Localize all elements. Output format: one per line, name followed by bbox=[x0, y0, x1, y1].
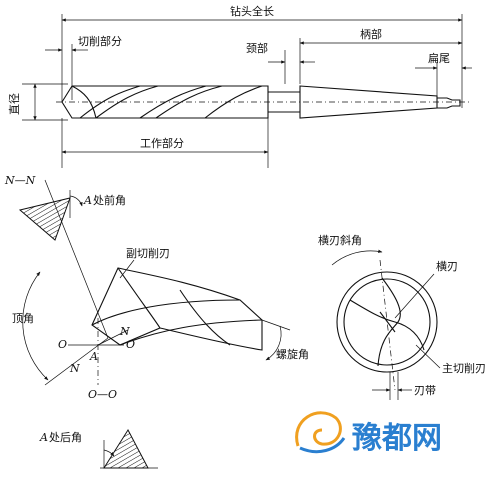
leader-line bbox=[415, 344, 441, 369]
helix-edge bbox=[91, 299, 241, 326]
point-a-label: A bbox=[89, 350, 98, 363]
land-circle bbox=[343, 278, 431, 366]
cutting-part-label: 切削部分 bbox=[78, 34, 122, 48]
letter-o-label: O bbox=[58, 338, 67, 351]
neck-label: 颈部 bbox=[246, 41, 268, 55]
watermark-logo-icon bbox=[295, 411, 346, 454]
point-angle-label: 顶角 bbox=[12, 312, 34, 325]
watermark: 豫都网 bbox=[295, 411, 442, 456]
land-label: 刃带 bbox=[414, 384, 436, 397]
letter-o-label: O bbox=[126, 338, 135, 351]
chisel-edge-line bbox=[379, 311, 396, 333]
neck-outline bbox=[268, 91, 300, 113]
chisel-edge-angle-label: 横刃斜角 bbox=[318, 233, 362, 247]
helix-angle-label: 螺旋角 bbox=[276, 347, 309, 361]
shank-label: 柄部 bbox=[360, 27, 382, 41]
secondary-cutting-edge-label: 副切削刃 bbox=[126, 246, 170, 260]
chisel-edge-label: 横刃 bbox=[436, 259, 458, 273]
flute-edge bbox=[79, 85, 141, 119]
section-nn-shape bbox=[18, 197, 71, 241]
drill-end-view: 横刃斜角 横刃 主切削刃 刃带 bbox=[318, 233, 486, 400]
section-nn-label: N—N bbox=[4, 174, 36, 187]
overall-length-label: 钻头全长 bbox=[230, 4, 274, 18]
section-line bbox=[97, 329, 129, 346]
rake-angle-label: 处前角 bbox=[93, 193, 126, 207]
rake-angle-arc bbox=[69, 195, 83, 207]
flute-profile bbox=[377, 277, 401, 367]
leader-line bbox=[394, 273, 435, 319]
flute-edge bbox=[95, 85, 159, 119]
point-angle-line bbox=[44, 337, 109, 386]
drill-tip-outline bbox=[91, 267, 263, 351]
working-part-label: 工作部分 bbox=[140, 136, 184, 150]
flute-edge bbox=[155, 85, 223, 119]
flute-edge bbox=[71, 85, 97, 119]
clearance-angle-label: 处后角 bbox=[49, 431, 82, 444]
chisel-edge-angle-arc bbox=[331, 249, 383, 266]
section-oo-shape bbox=[103, 429, 149, 469]
section-oo: O—O A 处后角 bbox=[39, 388, 158, 469]
letter-n-label: N bbox=[69, 362, 80, 375]
letter-n-label: N bbox=[119, 325, 130, 338]
helix-edge bbox=[117, 267, 161, 329]
point-angle-arc bbox=[22, 271, 49, 381]
flute-edge bbox=[139, 85, 207, 119]
point-angle-line bbox=[44, 179, 109, 339]
section-oo-label: O—O bbox=[88, 388, 117, 401]
drill-side-view: 钻头全长 柄部 切削部分 颈部 扁尾 直径 bbox=[7, 4, 472, 168]
diameter-label: 直径 bbox=[7, 93, 21, 115]
clearance-angle-arc bbox=[103, 449, 115, 457]
outer-circle bbox=[336, 271, 438, 373]
helix-angle-arc bbox=[265, 325, 282, 361]
flute-edge bbox=[204, 85, 263, 119]
watermark-text: 豫都网 bbox=[352, 421, 442, 456]
helix-edge bbox=[179, 289, 231, 346]
axis-line bbox=[379, 259, 396, 391]
drill-tip-view: 副切削刃 顶角 N N O O A 螺旋角 bbox=[12, 179, 309, 386]
helix-reference-line bbox=[261, 319, 291, 331]
point-a-label: A bbox=[83, 194, 92, 207]
point-a-label: A bbox=[39, 431, 48, 444]
tang-outline bbox=[437, 97, 461, 109]
section-nn: N—N A 处前角 bbox=[4, 174, 126, 241]
tang-label: 扁尾 bbox=[428, 52, 450, 65]
main-cutting-edge-curve bbox=[349, 299, 425, 351]
main-cutting-edge-label: 主切削刃 bbox=[442, 361, 486, 375]
helix-edge bbox=[119, 319, 263, 346]
